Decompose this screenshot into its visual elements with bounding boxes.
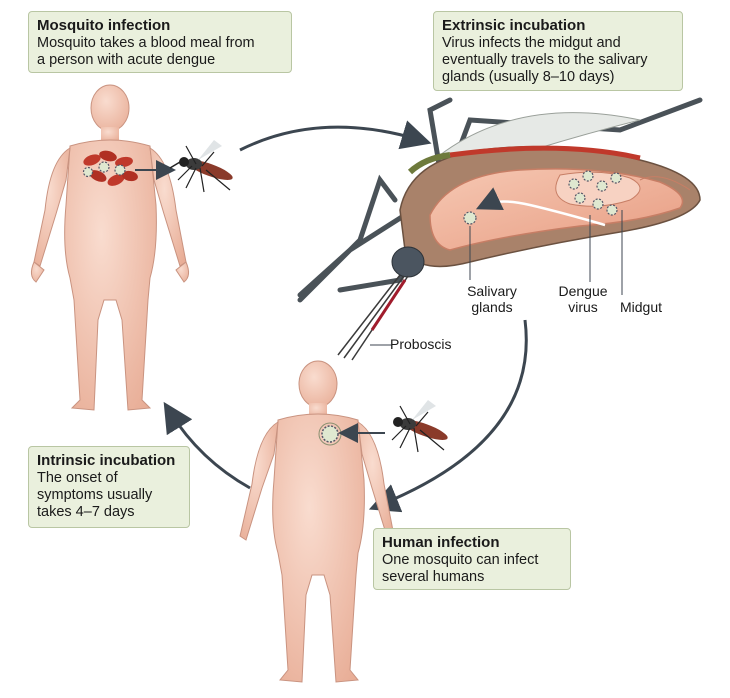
salivary-glands-label-1: Salivary xyxy=(467,283,517,299)
extrinsic-incubation-box: Extrinsic incubation Virus infects the m… xyxy=(433,11,683,91)
intrinsic-incubation-text-1: The onset of xyxy=(37,470,118,486)
salivary-glands-label-2: glands xyxy=(471,299,513,315)
intrinsic-incubation-text-3: takes 4–7 days xyxy=(37,504,135,520)
proboscis-label: Proboscis xyxy=(390,336,452,352)
extrinsic-incubation-text-1: Virus infects the midgut and xyxy=(442,35,621,51)
midgut-label: Midgut xyxy=(619,299,663,315)
dengue-virus-label: Dengue virus xyxy=(545,283,621,315)
extrinsic-incubation-text-3: glands (usually 8–10 days) xyxy=(442,69,615,85)
intrinsic-incubation-title: Intrinsic incubation xyxy=(37,452,176,469)
large-mosquito-cutaway xyxy=(297,97,703,361)
infected-blood-cells xyxy=(82,150,138,186)
human-infection-box: Human infection One mosquito can infect … xyxy=(373,528,571,590)
salivary-glands-label: Salivary glands xyxy=(452,283,532,315)
human-figure-infected xyxy=(30,84,190,411)
extrinsic-incubation-text-2: eventually travels to the salivary xyxy=(442,52,648,68)
mosquito-infection-text-2: a person with acute dengue xyxy=(37,52,216,68)
dengue-virus-particles xyxy=(463,170,622,225)
mosquito-infection-text-1: Mosquito takes a blood meal from xyxy=(37,35,255,51)
dengue-virus-label-2: virus xyxy=(568,299,598,315)
extrinsic-incubation-title: Extrinsic incubation xyxy=(442,17,586,34)
mosquito-infection-title: Mosquito infection xyxy=(37,17,171,34)
human-infection-text-2: several humans xyxy=(382,569,485,585)
human-infection-title: Human infection xyxy=(382,534,500,551)
mosquito-infection-box: Mosquito infection Mosquito takes a bloo… xyxy=(28,11,292,73)
small-mosquito-feeding xyxy=(169,140,233,193)
small-mosquito-biting xyxy=(391,400,448,453)
intrinsic-incubation-box: Intrinsic incubation The onset of sympto… xyxy=(28,446,190,528)
intrinsic-incubation-text-2: symptoms usually xyxy=(37,487,153,503)
human-figure-newly-infected xyxy=(239,360,395,683)
dengue-virus-label-1: Dengue xyxy=(558,283,608,299)
human-infection-text-1: One mosquito can infect xyxy=(382,552,539,568)
